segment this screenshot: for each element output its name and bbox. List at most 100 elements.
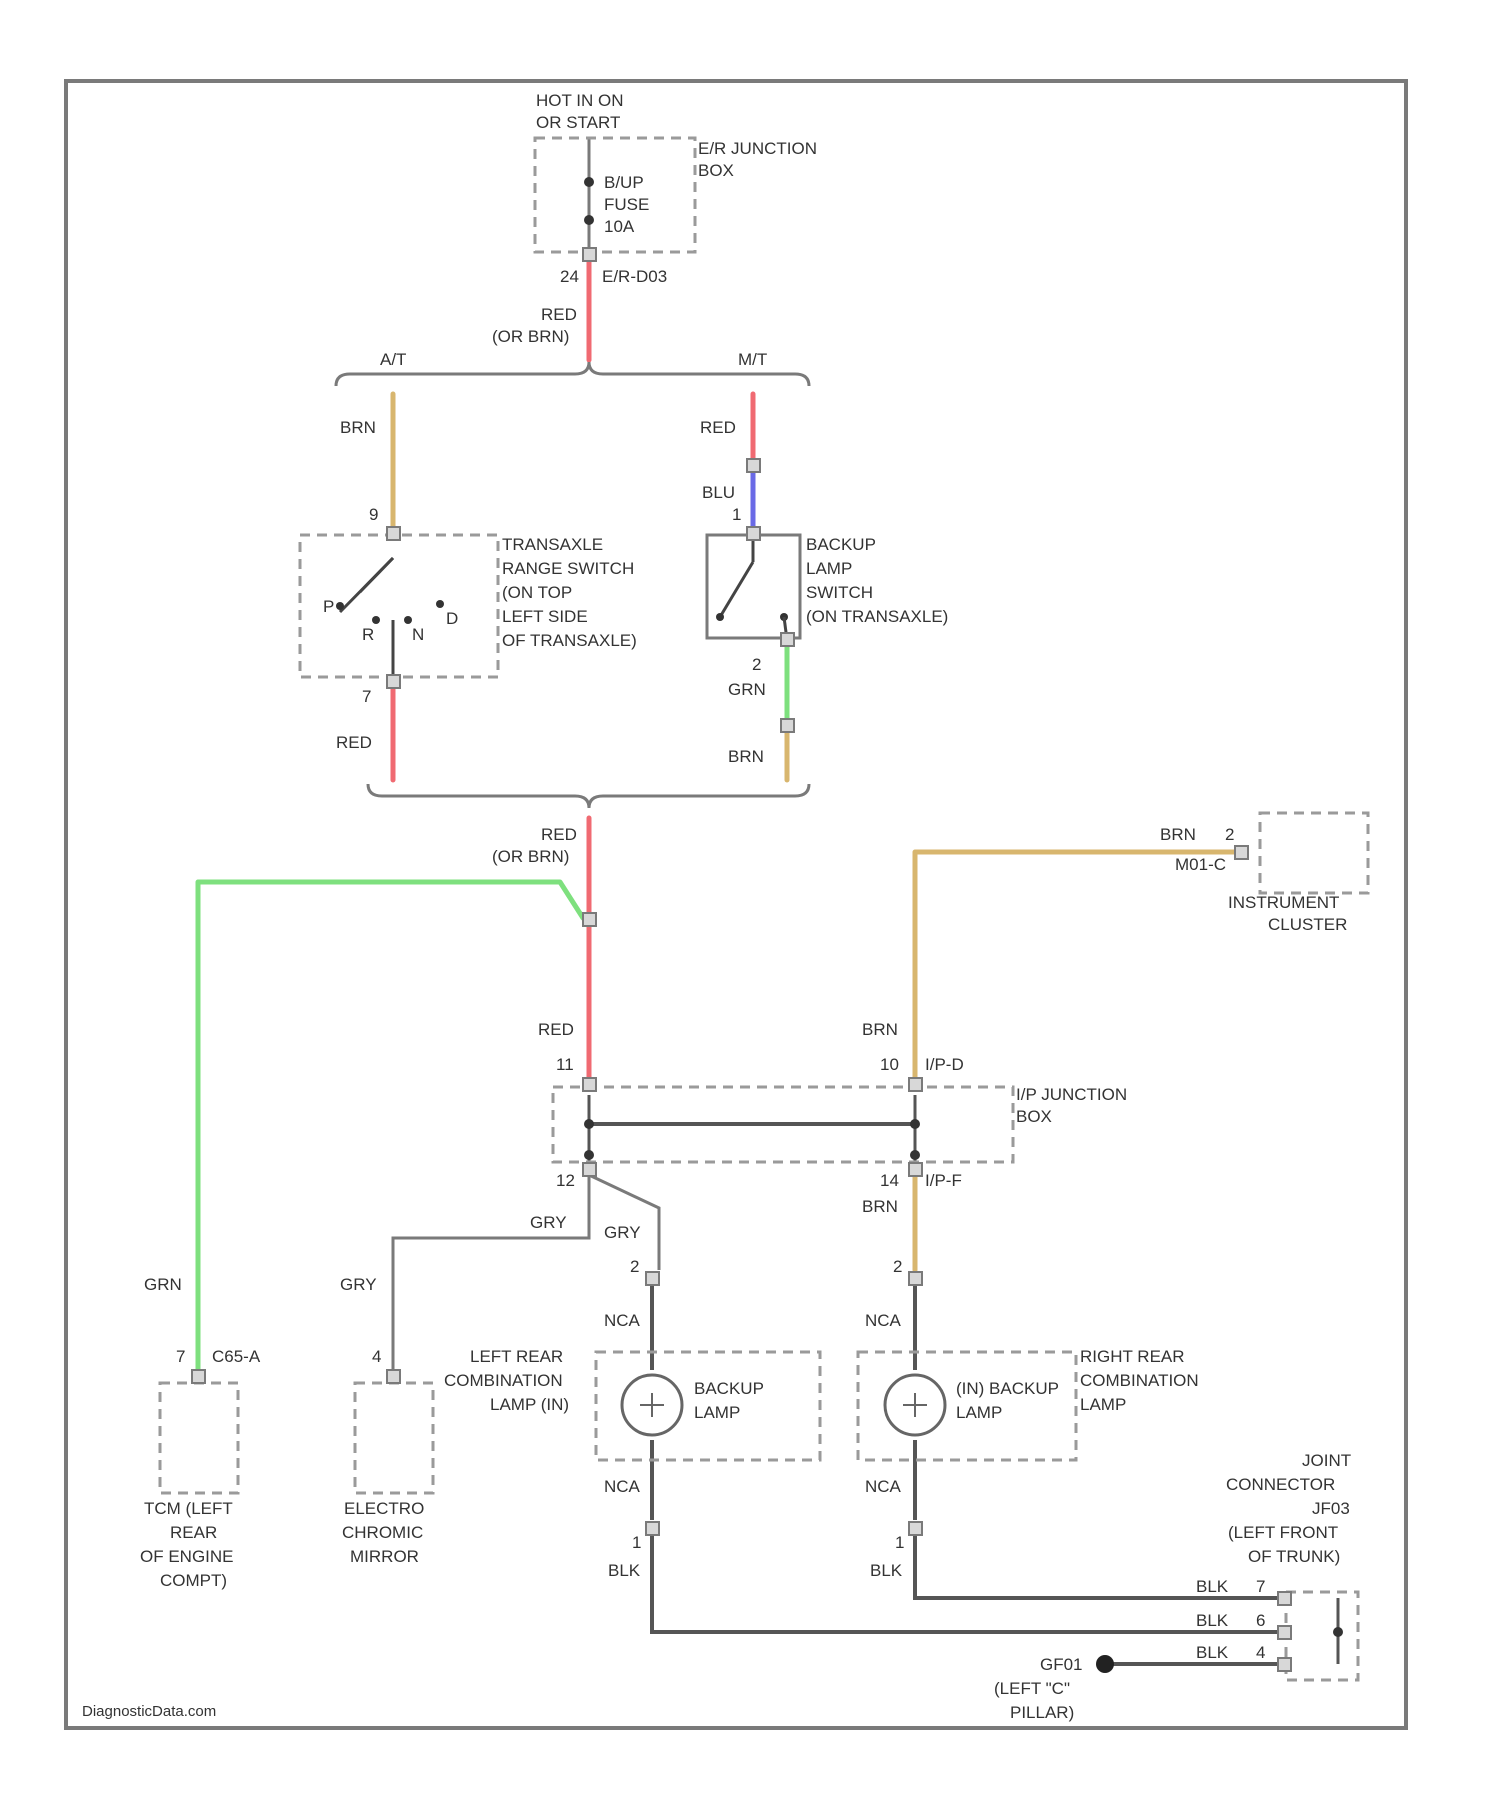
label-range-pin-top: 9 [369,505,378,524]
label-brn-at: BRN [340,418,376,437]
label-ip-pin-right-bottom: 14 [880,1171,899,1190]
fuse-terminal-top [584,177,594,187]
label-joint-pin-2: 6 [1256,1611,1265,1630]
tcm-box [160,1383,238,1493]
label-backup-switch-line2: LAMP [806,559,852,578]
label-er-junction-line2: BOX [698,161,734,180]
label-footer: DiagnosticData.com [82,1703,216,1720]
label-nca-4: NCA [865,1477,902,1496]
connector-ip-right-top [909,1078,922,1091]
backup-lamp-left-filament [640,1393,664,1417]
label-cluster-conn: M01-C [1175,855,1226,874]
label-left-rear-line3: LAMP (IN) [490,1395,569,1414]
label-brn-main: BRN [862,1020,898,1039]
label-nca-3: NCA [604,1477,641,1496]
mirror-box [355,1383,433,1493]
label-tcm-line2: REAR [170,1523,217,1542]
label-hot-line1: HOT IN ON [536,91,624,110]
label-blk-l: BLK [608,1561,641,1580]
connector-joint-6 [1278,1626,1291,1639]
ip-node-right-top [910,1119,920,1129]
label-joint-pin-1: 7 [1256,1577,1265,1596]
label-cluster-pin: 2 [1225,825,1234,844]
backup-switch-contact-a [716,613,724,621]
label-lamp-r-pin-top: 2 [893,1257,902,1276]
connector-range-top [387,527,400,540]
label-backup-pin-top: 1 [732,505,741,524]
label-joint-line4: (LEFT FRONT [1228,1523,1338,1542]
label-ground-line1: GF01 [1040,1655,1083,1674]
label-right-rear-line2: COMBINATION [1080,1371,1199,1390]
label-red-or-brn-1-line1: RED [541,305,577,324]
label-range-d: D [446,609,458,628]
connector-lamp-left-bottom [646,1522,659,1535]
label-grn-left: GRN [144,1275,182,1294]
range-contact-r [372,616,380,624]
connector-grn-brn-inline [781,719,794,732]
label-backup-pin-bottom: 2 [752,655,761,674]
range-contact-d [436,600,444,608]
connector-lamp-right-bottom [909,1522,922,1535]
label-backup-switch-line3: SWITCH [806,583,873,602]
label-backup-switch-line4: (ON TRANSAXLE) [806,607,948,626]
label-joint-line3: JF03 [1312,1499,1350,1518]
label-gry-2: GRY [604,1223,641,1242]
label-ground-line3: PILLAR) [1010,1703,1074,1722]
connector-backup-bottom [781,633,794,646]
label-backup-switch-line1: BACKUP [806,535,876,554]
label-lamp-l-pin-top: 2 [630,1257,639,1276]
ip-node-left-top [584,1119,594,1129]
connector-mirror [387,1370,400,1383]
label-nca-1: NCA [604,1311,641,1330]
label-ip-conn-top: I/P-D [925,1055,964,1074]
label-ground-line2: (LEFT "C" [994,1679,1070,1698]
label-tcm-line4: COMPT) [160,1571,227,1590]
backup-switch-blade [720,562,753,617]
label-tcm-pin: 7 [176,1347,185,1366]
label-mirror-line1: ELECTRO [344,1499,424,1518]
label-ip-pin-left-bottom: 12 [556,1171,575,1190]
label-joint-blk-2: BLK [1196,1611,1229,1630]
label-cluster-line2: CLUSTER [1268,915,1347,934]
label-range-switch-line4: LEFT SIDE [502,607,588,626]
label-range-r: R [362,625,374,644]
wire-gry-mirror [393,1175,589,1370]
label-range-switch-line1: TRANSAXLE [502,535,603,554]
label-ip-pin-right-top: 10 [880,1055,899,1074]
connector-range-bottom [387,675,400,688]
label-red-main: RED [538,1020,574,1039]
range-contact-p [336,602,344,610]
label-nca-2: NCA [865,1311,902,1330]
connector-main-inline [583,913,596,926]
label-range-switch-line5: OF TRANSAXLE) [502,631,637,650]
label-range-pin-bottom: 7 [362,687,371,706]
joint-splice [1333,1627,1343,1637]
label-tcm-line1: TCM (LEFT [144,1499,233,1518]
label-ip-junction-line2: BOX [1016,1107,1052,1126]
label-red-or-brn-1-line2: (OR BRN) [492,327,569,346]
label-hot-line2: OR START [536,113,620,132]
label-er-pin: 24 [560,267,579,286]
fuse-terminal-bottom [584,215,594,225]
connector-ip-left-top [583,1078,596,1091]
connector-er [583,248,596,261]
label-range-switch-line2: RANGE SWITCH [502,559,634,578]
label-joint-blk-1: BLK [1196,1577,1229,1596]
label-lamp-r-pin-bottom: 1 [895,1533,904,1552]
label-er-conn: E/R-D03 [602,267,667,286]
label-tcm-conn: C65-A [212,1347,261,1366]
label-red-or-brn-2-line2: (OR BRN) [492,847,569,866]
label-gry-1: GRY [530,1213,567,1232]
label-tcm-line3: OF ENGINE [140,1547,234,1566]
label-range-n: N [412,625,424,644]
label-fuse-line3: 10A [604,217,635,236]
label-mirror-line3: MIRROR [350,1547,419,1566]
connector-lamp-left-top [646,1272,659,1285]
wire-blk-left [652,1535,1280,1632]
label-brn-lower: BRN [862,1197,898,1216]
label-right-rear-line3: LAMP [1080,1395,1126,1414]
diagram-border [66,81,1406,1728]
connector-joint-7 [1278,1592,1291,1605]
